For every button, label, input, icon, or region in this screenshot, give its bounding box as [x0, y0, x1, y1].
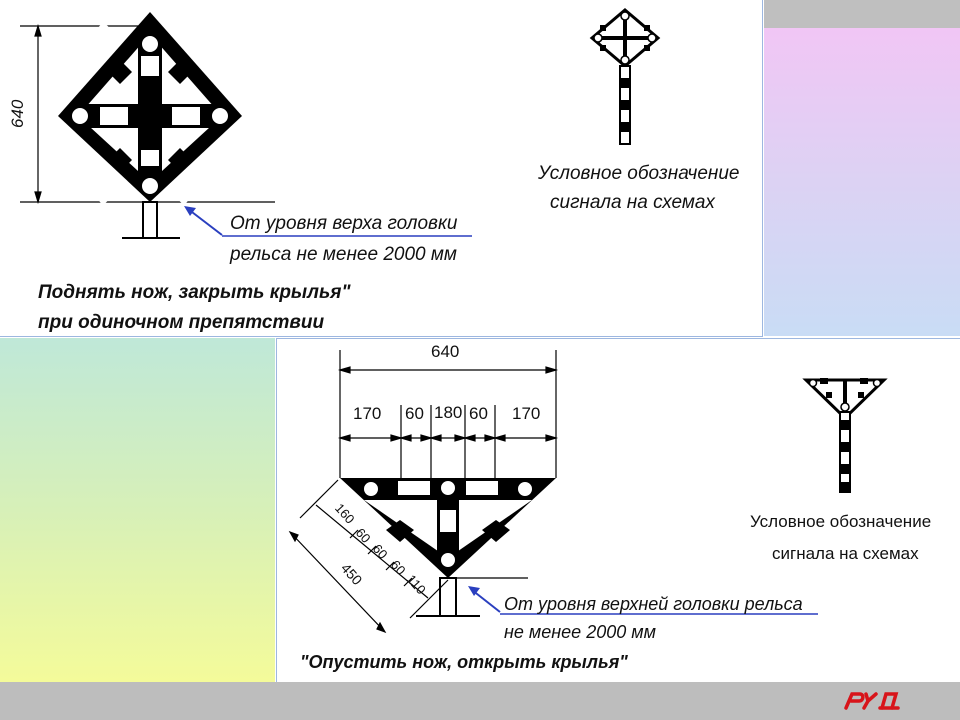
- footer-bar: [0, 682, 960, 720]
- top-right-gradient-block: [764, 28, 960, 336]
- rzd-logo-icon: [844, 692, 900, 710]
- top-title-line2: при одиночном препятствии: [38, 312, 325, 333]
- dim-total: 640: [431, 342, 460, 361]
- dim-180: 180: [434, 403, 463, 422]
- dim-170-right: 170: [512, 404, 541, 423]
- top-note-line2: рельса не менее 2000 мм: [230, 244, 457, 265]
- top-post: [122, 201, 180, 239]
- bottom-note-line1: От уровня верхней головки рельса: [504, 594, 803, 614]
- bottom-note-arrow: [468, 586, 818, 615]
- top-note-line1: От уровня верха головки: [230, 213, 458, 234]
- dim-170-left: 170: [353, 404, 382, 423]
- top-title-line1: Поднять нож, закрыть крылья": [38, 282, 351, 303]
- bottom-post: [416, 577, 528, 617]
- diamond-sign: [58, 12, 242, 205]
- bottom-note-line2: не менее 2000 мм: [504, 622, 656, 642]
- triangle-sign: [340, 478, 556, 578]
- bottom-dimensions: [337, 350, 559, 478]
- bottom-diagonal-dimensions: [288, 479, 449, 634]
- top-note-arrow: [184, 206, 472, 237]
- bottom-schematic-symbol: [802, 378, 888, 493]
- bottom-symbol-caption-line1: Условное обозначение: [750, 512, 932, 531]
- dim-60-right: 60: [469, 404, 488, 423]
- bottom-left-gradient-block: [0, 338, 275, 682]
- dim-60-left: 60: [405, 404, 424, 423]
- bottom-symbol-caption-line2: сигнала на схемах: [772, 544, 919, 563]
- top-schematic-symbol: [589, 8, 661, 145]
- top-right-gray-block: [764, 0, 960, 28]
- top-symbol-caption-line1: Условное обозначение: [538, 163, 740, 184]
- bottom-title: "Опустить нож, открыть крылья": [300, 652, 628, 672]
- top-symbol-caption-line2: сигнала на схемах: [550, 192, 715, 213]
